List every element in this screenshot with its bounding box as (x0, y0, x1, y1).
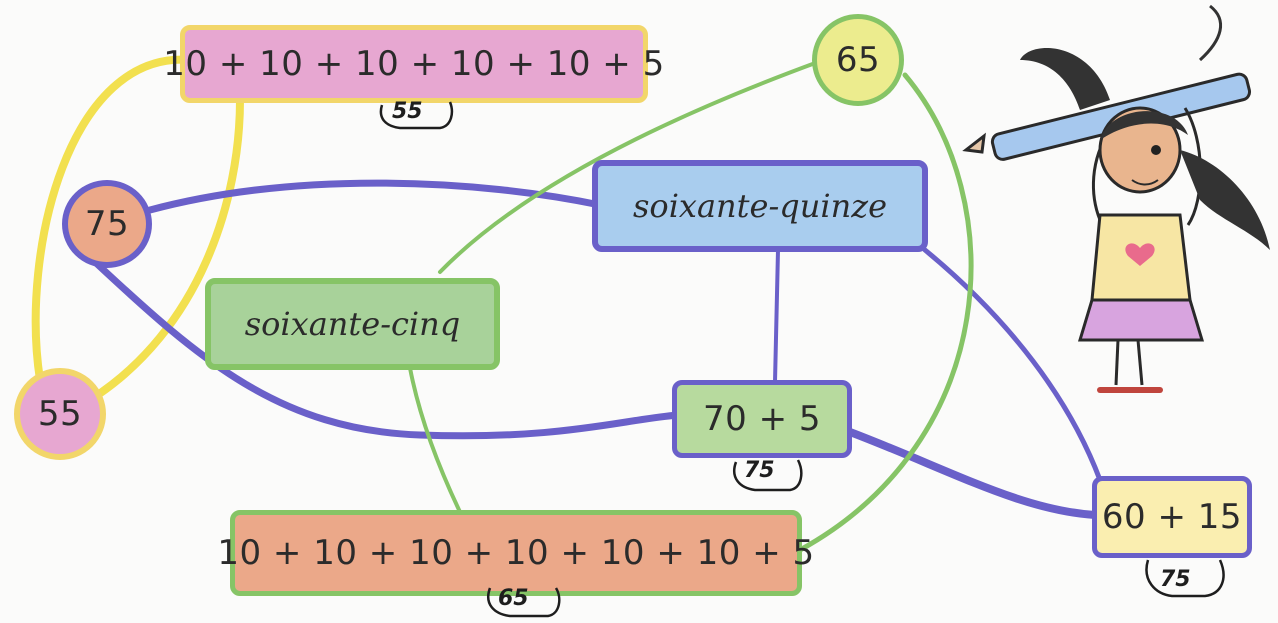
mouth (1131, 179, 1159, 186)
handwritten-answer-55: 55 (392, 99, 423, 124)
eye (1151, 145, 1161, 155)
sum-box-65: 10 + 10 + 10 + 10 + 10 + 10 + 5 (217, 510, 814, 596)
word-box-soixante-cinq-label: soixante-cinq (244, 305, 461, 343)
link-70plus5-to-60plus15 (846, 428, 1099, 519)
number-circle-75: 75 (62, 180, 152, 268)
hair (1020, 48, 1110, 110)
sum-box-60-plus-15: 60 + 15 (1092, 476, 1252, 558)
word-box-soixante-cinq: soixante-cinq (205, 278, 500, 370)
girl-holding-pencil-illustration (962, 4, 1270, 393)
right-leg (1136, 339, 1144, 386)
sum-box-55-label: 10 + 10 + 10 + 10 + 10 + 5 (163, 44, 665, 84)
link-75-to-70plus5 (91, 258, 682, 440)
handwritten-answer-65: 65 (498, 586, 529, 611)
link-sum55-to-55 (31, 55, 194, 384)
sum-box-55: 10 + 10 + 10 + 10 + 10 + 5 (163, 25, 664, 103)
skirt (1077, 298, 1205, 342)
sum-box-60-plus-15-label: 60 + 15 (1101, 497, 1243, 537)
answer-arc-75-a (733, 459, 803, 492)
link-65-to-cinq (438, 60, 820, 274)
sum-box-65-label: 10 + 10 + 10 + 10 + 10 + 10 + 5 (217, 533, 815, 573)
hair-tuft (1198, 4, 1222, 62)
link-quinze-to-60plus15 (922, 247, 1103, 483)
number-circle-65-label: 65 (835, 40, 881, 80)
handwritten-answer-75-second: 75 (1160, 567, 1191, 592)
ponytail (1180, 150, 1270, 250)
number-circle-65: 65 (812, 14, 904, 106)
link-75-to-quinze (146, 179, 604, 214)
answer-arc-65 (487, 587, 561, 618)
sum-box-70-plus-5-label: 70 + 5 (703, 399, 821, 439)
word-box-soixante-quinze: soixante-quinze (592, 160, 928, 252)
link-cinq-to-sum65 (408, 366, 462, 514)
number-circle-75-label: 75 (84, 204, 130, 244)
number-circle-55: 55 (14, 368, 106, 460)
link-65-to-sum65 (797, 72, 974, 553)
link-sum55-to-55-b (86, 96, 244, 404)
hair-top (1100, 111, 1188, 140)
left-leg (1114, 339, 1120, 386)
heart-icon (1125, 243, 1155, 266)
link-quinze-to-70plus5 (773, 248, 780, 384)
number-circle-55-label: 55 (37, 394, 83, 434)
answer-arc-55 (379, 101, 454, 130)
answer-arc-75-b (1145, 559, 1225, 598)
sum-box-70-plus-5: 70 + 5 (672, 380, 852, 458)
word-box-soixante-quinze-label: soixante-quinze (633, 187, 887, 225)
handwritten-answer-75-first: 75 (744, 458, 775, 483)
